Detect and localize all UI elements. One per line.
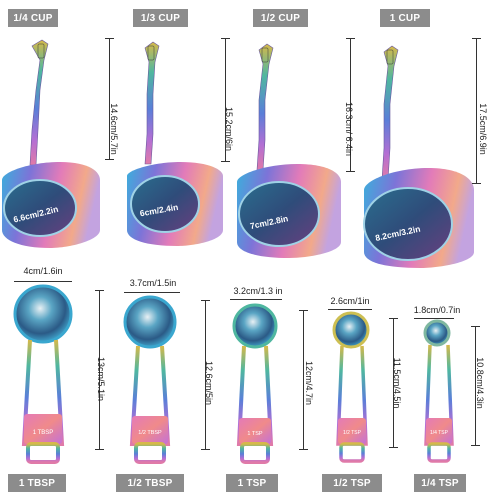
dimension-line: [471, 445, 480, 446]
spoon-width-label: 4cm/1.6in: [23, 266, 63, 276]
spoon-engraving: 1/2 TSP: [343, 430, 362, 436]
dimension-line: [303, 310, 304, 450]
cup-length-label: 16.3cm/ 6.4in: [344, 101, 354, 157]
cup-size-tag: 1/2 CUP: [253, 9, 308, 27]
dimension-line: [105, 38, 114, 39]
dimension-line: [230, 299, 282, 300]
dimension-line: [221, 161, 230, 162]
spoon-size-tag: 1 TSP: [226, 474, 278, 492]
dimension-line: [471, 326, 480, 327]
dimension-line: [124, 292, 180, 293]
measuring-spoon-half-tsp: 1/2 TSP: [332, 311, 370, 463]
dimension-line: [105, 159, 114, 160]
cup-length-label: 15.2cm/6in: [224, 106, 234, 152]
dimension-line: [472, 183, 481, 184]
spoon-length-label: 12cm/4.7in: [304, 360, 314, 406]
measuring-spoon-tsp: 1 TSP: [232, 303, 278, 464]
measuring-spoon-tbsp: 1 TBSP: [13, 284, 73, 464]
dimension-line: [414, 318, 454, 319]
dimension-line: [475, 326, 476, 446]
cup-length-label: 17.5cm/6.9in: [478, 103, 488, 155]
measuring-spoon-half-tbsp: 1/2 TBSP: [123, 295, 177, 464]
spoon-engraving: 1/2 TBSP: [138, 430, 162, 436]
spoon-width-label: 3.2cm/1.3 in: [233, 286, 283, 296]
dimension-line: [393, 318, 394, 448]
spoon-width-label: 2.6cm/1in: [330, 296, 370, 306]
spoon-width-label: 3.7cm/1.5in: [129, 278, 177, 288]
dimension-line: [472, 38, 481, 39]
measuring-cup-quarter: 6.6cm/2.2in: [2, 39, 100, 248]
dimension-line: [389, 318, 398, 319]
dimension-line: [328, 309, 372, 310]
measuring-cup-third: 6cm/2.4in: [127, 41, 223, 246]
spoon-length-label: 13cm/5.1in: [96, 356, 106, 402]
dimension-line: [99, 290, 100, 450]
cup-length-label: 14.6cm/5.7in: [109, 103, 119, 155]
measuring-cup-one: 8.2cm/3.2in: [363, 45, 474, 268]
spoon-size-tag: 1 TBSP: [8, 474, 66, 492]
dimension-line: [299, 310, 308, 311]
spoon-length-label: 12.6cm/5in: [204, 360, 214, 406]
dimension-line: [95, 449, 104, 450]
cup-size-tag: 1 CUP: [380, 9, 430, 27]
dimension-line: [221, 38, 230, 39]
dimension-line: [476, 38, 477, 184]
spoon-length-label: 11.5cm/4.5in: [392, 357, 402, 409]
dimension-line: [201, 300, 210, 301]
dimension-line: [205, 300, 206, 450]
dimension-line: [95, 290, 104, 291]
cup-size-tag: 1/4 CUP: [8, 9, 58, 27]
dimension-line: [299, 449, 308, 450]
spoon-width-label: 1.8cm/0.7in: [413, 305, 461, 315]
dimension-line: [201, 449, 210, 450]
dimension-line: [225, 38, 226, 162]
spoon-size-tag: 1/4 TSP: [414, 474, 466, 492]
dimension-line: [389, 447, 398, 448]
cup-size-tag: 1/3 CUP: [133, 9, 188, 27]
measuring-cup-half: 7cm/2.8in: [237, 43, 341, 258]
dimension-line: [109, 38, 110, 160]
dimension-line: [346, 171, 355, 172]
spoon-size-tag: 1/2 TSP: [322, 474, 382, 492]
spoon-engraving: 1 TBSP: [33, 430, 54, 436]
spoon-size-tag: 1/2 TBSP: [116, 474, 184, 492]
spoon-length-label: 10.8cm/4.3in: [475, 357, 485, 409]
dimension-line: [350, 38, 351, 172]
spoon-engraving: 1 TSP: [247, 431, 263, 437]
measuring-spoon-quarter-tsp: 1/4 TSP: [423, 319, 454, 463]
dimension-line: [346, 38, 355, 39]
dimension-line: [14, 281, 72, 282]
spoon-engraving: 1/4 TSP: [430, 430, 449, 436]
